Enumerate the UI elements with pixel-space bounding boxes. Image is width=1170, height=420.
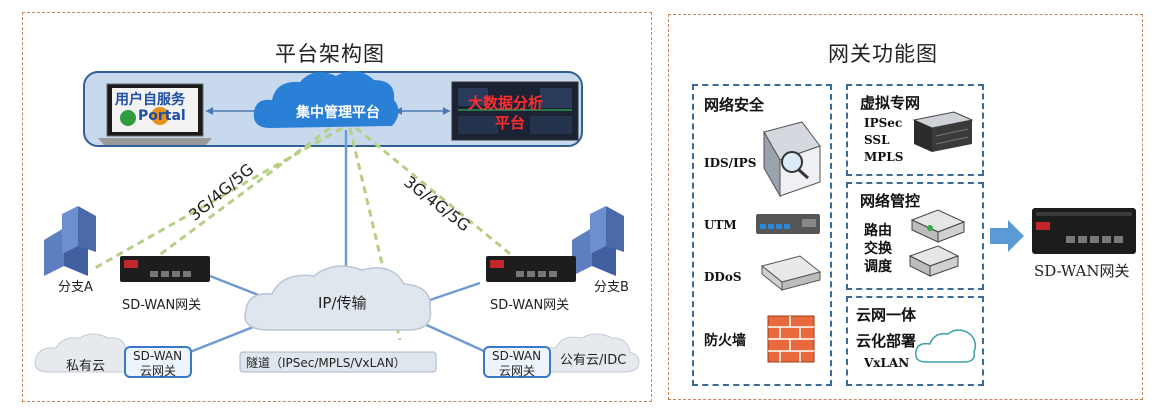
analytics-sub-label: 平台 bbox=[495, 114, 526, 132]
cloud-gateway-right-label: SD-WAN bbox=[492, 349, 542, 363]
public-cloud-label: 公有云/IDC bbox=[560, 353, 627, 368]
branch-b-building-icon bbox=[572, 206, 624, 276]
security-box bbox=[692, 84, 832, 386]
cloud-gateway-left-sub-label: 云网关 bbox=[140, 364, 177, 378]
ip-transport-label: IP/传输 bbox=[318, 294, 367, 312]
vpn-heading: 虚拟专网 bbox=[860, 94, 921, 112]
branch-b-label: 分支B bbox=[594, 280, 629, 295]
security-item-firewall: 防火墙 bbox=[704, 333, 746, 349]
gateway-right-device-icon bbox=[486, 256, 576, 282]
portal-laptop-icon bbox=[98, 83, 212, 145]
security-heading: 网络安全 bbox=[704, 96, 765, 114]
tunnel-label: 隧道（IPSec/MPLS/VxLAN） bbox=[246, 356, 406, 370]
cloud-heading: 云网一体 bbox=[856, 306, 917, 324]
control-item-switching: 交换 bbox=[864, 241, 892, 257]
gateway-right-label: SD-WAN网关 bbox=[490, 298, 570, 313]
architecture-diagram bbox=[34, 70, 640, 378]
security-item-ddos: DDoS bbox=[704, 270, 742, 284]
control-item-routing: 路由 bbox=[864, 223, 892, 239]
cloud-gateway-right-box bbox=[483, 346, 551, 378]
vpn-item-mpls: MPLS bbox=[864, 150, 904, 164]
cloud-subheading: 云化部署 bbox=[856, 332, 917, 350]
analytics-label: 大数据分析 bbox=[468, 94, 544, 112]
analytics-screen-icon bbox=[451, 81, 579, 141]
portal-sub-label: Portal bbox=[138, 108, 186, 124]
vpn-item-ssl: SSL bbox=[864, 133, 890, 147]
security-item-utm: UTM bbox=[704, 218, 737, 232]
cloud-item-vxlan: VxLAN bbox=[864, 356, 910, 370]
gateway-function-panel bbox=[668, 14, 1143, 400]
portal-label: 用户自服务 bbox=[115, 92, 185, 108]
private-cloud-label: 私有云 bbox=[66, 359, 106, 374]
cloud-gateway-left-label: SD-WAN bbox=[133, 349, 183, 363]
gateway-device-label: SD-WAN网关 bbox=[1034, 262, 1130, 280]
vpn-item-ipsec: IPSec bbox=[864, 116, 903, 130]
gateway-left-device-icon bbox=[120, 256, 210, 282]
ip-transport-cloud-icon bbox=[244, 265, 432, 331]
tunnel-box bbox=[239, 351, 437, 373]
cloud-gateway-left-box bbox=[124, 346, 192, 378]
control-item-scheduling: 调度 bbox=[864, 259, 892, 275]
architecture-panel bbox=[22, 12, 652, 402]
architecture-title: 平台架构图 bbox=[275, 42, 385, 66]
gateway-function-title: 网关功能图 bbox=[828, 42, 938, 66]
control-heading: 网络管控 bbox=[860, 192, 921, 210]
vpn-box bbox=[846, 84, 984, 176]
control-box bbox=[846, 182, 984, 290]
branch-a-building-icon bbox=[44, 206, 96, 276]
cloud-gateway-right-sub-label: 云网关 bbox=[499, 364, 536, 378]
platform-cloud-icon bbox=[253, 70, 399, 128]
center-platform-label: 集中管理平台 bbox=[296, 105, 380, 121]
branch-a-label: 分支A bbox=[58, 280, 93, 295]
security-item-ids: IDS/IPS bbox=[704, 156, 757, 170]
gateway-left-label: SD-WAN网关 bbox=[122, 298, 202, 313]
cloud-box bbox=[846, 296, 984, 386]
